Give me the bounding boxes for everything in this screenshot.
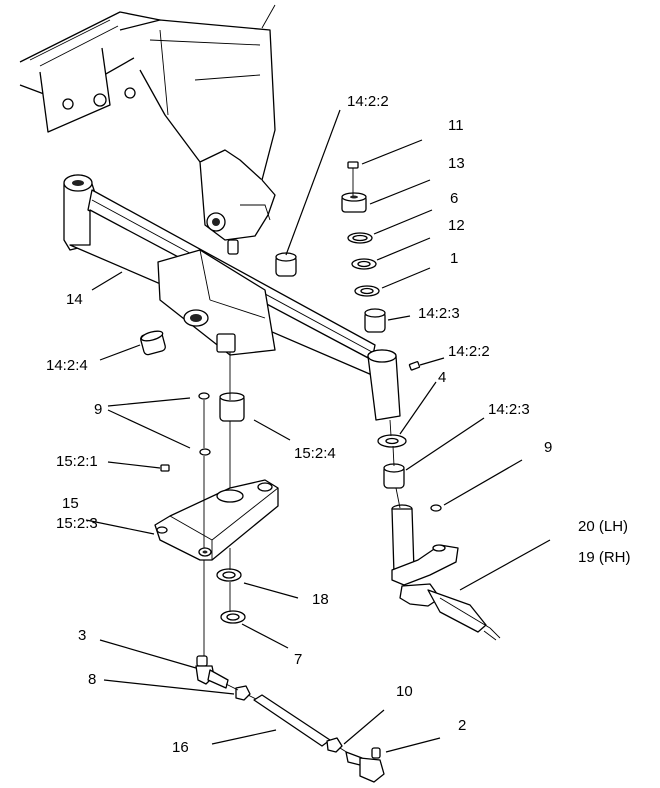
- callout-labels: 14:2:2 11 13 6 12 1 14 14:2:3 14:2:4 14:…: [46, 93, 631, 756]
- washer-1: [354, 285, 380, 297]
- callout-2: 2: [458, 717, 466, 734]
- callout-12: 12: [448, 217, 465, 234]
- callout-1: 1: [450, 250, 458, 267]
- callout-13: 13: [448, 155, 465, 172]
- callout-6: 6: [450, 190, 458, 207]
- ring-6: [347, 232, 373, 244]
- bolt-11: [347, 161, 359, 182]
- callout-15-2-1: 15:2:1: [56, 453, 98, 470]
- center-lines: [203, 182, 401, 754]
- callout-8: 8: [88, 671, 96, 688]
- bushing-14-2-3-b: [383, 463, 405, 489]
- callout-14-2-2-top: 14:2:2: [347, 93, 389, 110]
- thrust-washer-4: [377, 434, 407, 448]
- bushing-14-2-2-top: [275, 252, 297, 277]
- tie-rod-end-2: [345, 747, 385, 783]
- callout-18: 18: [312, 591, 329, 608]
- callout-14-2-4: 14:2:4: [46, 357, 88, 374]
- callout-19-rh: 19 (RH): [578, 549, 631, 566]
- bushing-15-2-4: [219, 392, 245, 422]
- grease-fitting-15-2-1: [160, 464, 170, 472]
- callout-14-2-3-b: 14:2:3: [488, 401, 530, 418]
- tie-rod-16: [253, 694, 331, 747]
- callout-20-lh: 20 (LH): [578, 518, 628, 535]
- bushing-14-2-3-a: [364, 308, 386, 333]
- callout-7: 7: [294, 651, 302, 668]
- snap-ring-7: [220, 610, 246, 624]
- nuts-9-left: [198, 392, 211, 456]
- callout-9-right: 9: [544, 439, 552, 456]
- callout-16: 16: [172, 739, 189, 756]
- jam-nut-10: [326, 737, 343, 753]
- callout-11: 11: [448, 117, 464, 134]
- bushing-14-2-4: [140, 330, 166, 356]
- steering-arm-15: [154, 479, 279, 561]
- callout-15: 15: [62, 495, 79, 512]
- callout-10: 10: [396, 683, 413, 700]
- front-axle: [63, 174, 401, 421]
- callout-14: 14: [66, 291, 83, 308]
- tie-rod-end-3: [195, 655, 229, 689]
- grease-fitting-14-2-2: [408, 361, 421, 371]
- callout-9-left: 9: [94, 401, 102, 418]
- callout-4: 4: [438, 369, 446, 386]
- nut-9-right: [430, 504, 442, 512]
- callout-15-2-3: 15:2:3: [56, 515, 98, 532]
- callout-3: 3: [78, 627, 86, 644]
- jam-nut-8: [235, 685, 251, 701]
- cap-13: [341, 192, 367, 213]
- callout-15-2-4: 15:2:4: [294, 445, 336, 462]
- callout-14-2-3-a: 14:2:3: [418, 305, 460, 322]
- leader-lines: [85, 109, 551, 753]
- callout-14-2-2-right: 14:2:2: [448, 343, 490, 360]
- spindle-20-19: [391, 504, 501, 641]
- washer-12: [351, 258, 377, 270]
- washer-18: [216, 568, 242, 582]
- frame-assembly: [19, 4, 276, 255]
